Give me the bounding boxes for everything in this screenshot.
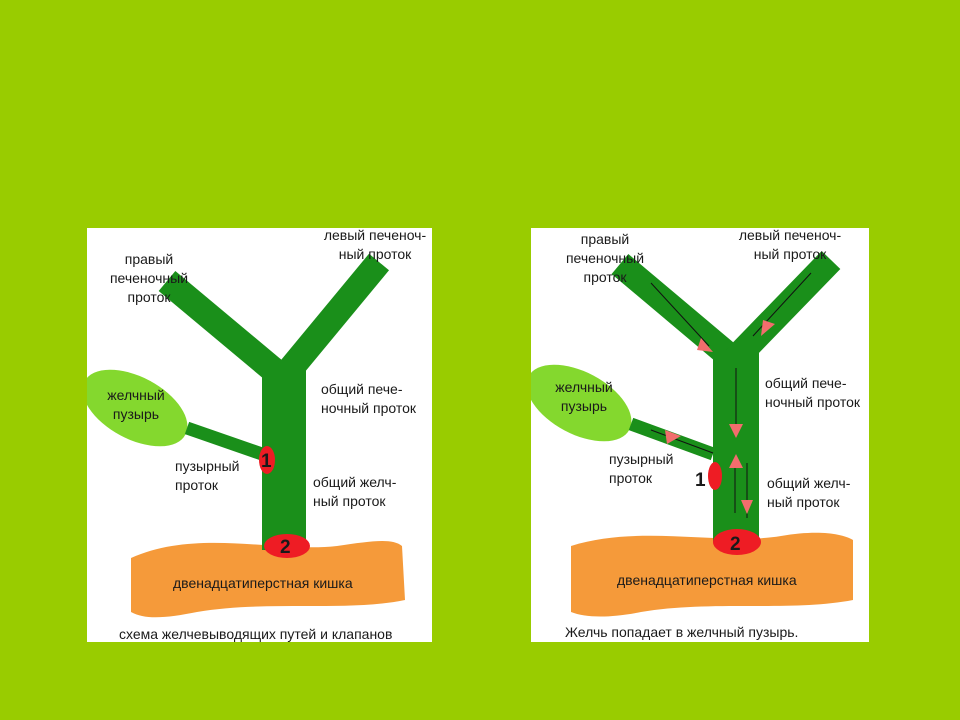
flow-line-cystic [650, 429, 714, 454]
caption-right: Желчь попадает в желчный пузырь. [565, 624, 799, 640]
duodenum-shape [131, 541, 405, 618]
label-gallbladder: желчный пузырь [107, 387, 165, 422]
flow-arrow-icon [665, 430, 681, 444]
label-duodenum: двенадцатиперстная кишка [617, 572, 797, 588]
flow-arrow-icon [729, 454, 743, 468]
label-common-hepatic-duct: общий пече- ночный проток [765, 375, 861, 410]
label-cystic-duct: пузырный проток [609, 451, 674, 486]
bile-duct-diagram-right: 1 2 [531, 250, 853, 617]
cystic-duct [184, 421, 265, 461]
valve-2-number: 2 [280, 537, 291, 558]
flow-arrow-icon [741, 500, 753, 514]
gallbladder-shape [531, 364, 632, 442]
label-left-hepatic-duct: левый печеноч- ный проток [738, 228, 842, 262]
flow-line-right-hepatic [650, 282, 710, 347]
flow-arrow-icon [697, 338, 713, 352]
valve-2-number: 2 [730, 534, 741, 555]
diagram-panel-right: 1 2 правый печеночный проток левый печен… [531, 228, 869, 642]
label-common-bile-duct: общий желч- ный проток [767, 475, 851, 510]
valve-1-number: 1 [261, 451, 272, 472]
label-left-hepatic-duct: левый печеноч- ный проток [323, 228, 427, 262]
label-cystic-duct: пузырный проток [175, 458, 240, 493]
flow-arrow-icon [761, 320, 775, 336]
valve-1 [708, 462, 722, 490]
label-common-hepatic-duct: общий пече- ночный проток [321, 381, 417, 416]
label-gallbladder: желчный пузырь [555, 379, 613, 414]
label-duodenum: двенадцатиперстная кишка [173, 575, 353, 591]
valve-1-number: 1 [695, 470, 706, 491]
right-hepatic-duct [158, 271, 292, 388]
label-right-hepatic-duct: правый печеночный проток [109, 251, 189, 305]
label-right-hepatic-duct: правый печеночный проток [565, 231, 645, 285]
caption-left: схема желчевыводящих путей и клапанов [119, 626, 393, 642]
bile-duct-diagram-left: 1 2 [87, 253, 405, 618]
duodenum-shape [571, 532, 853, 617]
valve-2 [713, 529, 761, 555]
diagram-panel-left: 1 2 правый печеночный проток левый печен… [87, 228, 432, 642]
right-hepatic-duct [611, 254, 743, 370]
left-hepatic-duct [724, 250, 841, 370]
flow-arrow-icon [729, 424, 743, 438]
valve-2 [264, 534, 310, 558]
valve-1 [259, 446, 275, 474]
left-hepatic-duct [272, 253, 390, 387]
label-common-bile-duct: общий желч- ный проток [313, 474, 397, 509]
gallbladder-shape [87, 369, 188, 447]
